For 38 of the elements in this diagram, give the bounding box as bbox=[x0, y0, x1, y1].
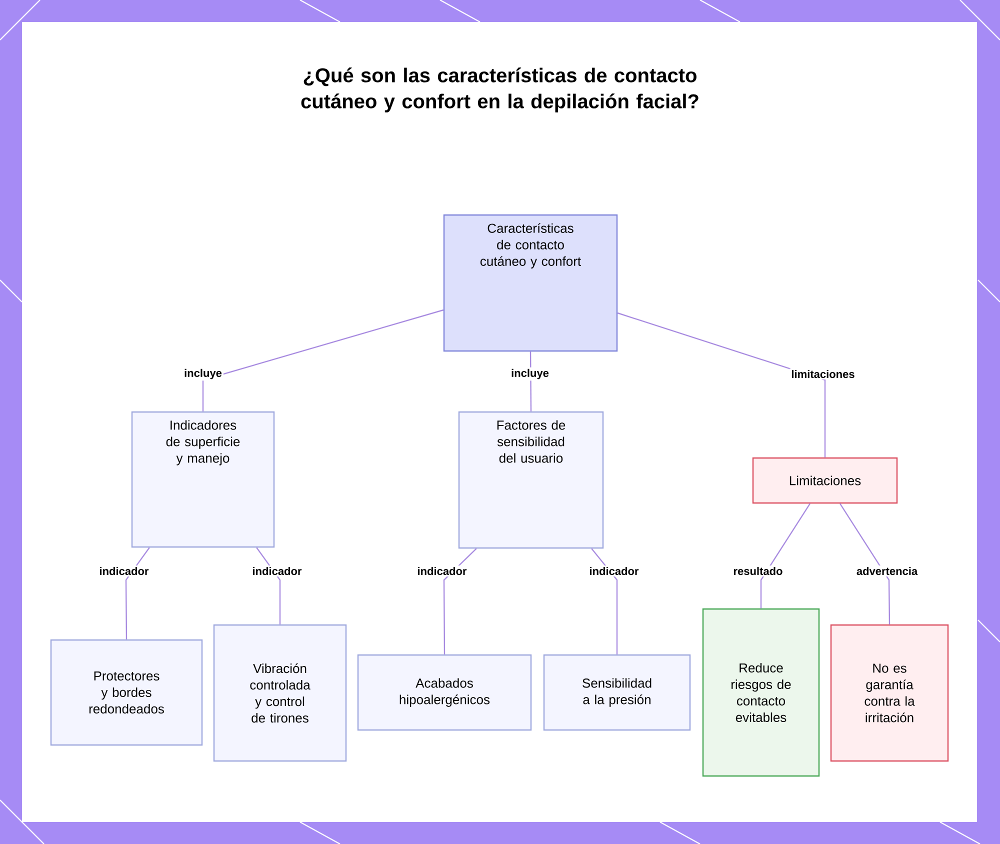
connector bbox=[202, 309, 444, 412]
edge-label: resultado bbox=[734, 566, 782, 576]
concept-box bbox=[458, 411, 604, 549]
limitation-box bbox=[830, 624, 949, 762]
edge-label: indicador bbox=[590, 566, 639, 576]
concept-box bbox=[131, 411, 275, 548]
edge-label: indicador bbox=[253, 566, 302, 576]
concept-box bbox=[357, 654, 532, 731]
connector bbox=[840, 503, 890, 624]
edge-label: indicador bbox=[100, 566, 149, 576]
node-text: Limitaciones bbox=[790, 476, 861, 486]
result-box bbox=[702, 608, 820, 777]
connector bbox=[760, 503, 811, 608]
title: ¿Qué son las características de contacto cutáneo y confort en la depilación facial? bbox=[301, 68, 698, 112]
node-text: Características de contacto cutáneo y confort bbox=[480, 223, 581, 268]
node-text: Reduce riesgos de contacto evitables bbox=[732, 662, 791, 722]
edge-label: limitaciones bbox=[792, 370, 854, 378]
edge-label: indicador bbox=[418, 566, 467, 576]
node-text: Sensibilidad a la presión bbox=[582, 678, 652, 707]
node-text: Vibración controlada y control de tirones bbox=[250, 663, 310, 723]
connector bbox=[617, 312, 826, 458]
node-text: No es garantía contra la irritación bbox=[864, 664, 915, 722]
connector bbox=[591, 548, 618, 654]
node-text: Protectores y bordes redondeados bbox=[89, 671, 164, 714]
concept-box bbox=[543, 654, 691, 731]
edge-label: advertencia bbox=[856, 566, 918, 576]
node-text: Indicadores de superficie y manejo bbox=[166, 420, 240, 466]
node-text: Factores de sensibilidad del usuario bbox=[497, 420, 566, 463]
edge-label: incluye bbox=[512, 368, 549, 380]
node-text: Acabados hipoalergénicos bbox=[400, 678, 490, 707]
limitation-box bbox=[752, 457, 898, 504]
connector bbox=[125, 547, 150, 640]
concept-box bbox=[443, 214, 618, 352]
concept-box bbox=[213, 624, 347, 762]
connector bbox=[256, 547, 281, 624]
connector bbox=[443, 548, 477, 654]
concept-box bbox=[50, 639, 203, 746]
edge-label: incluye bbox=[184, 368, 222, 380]
